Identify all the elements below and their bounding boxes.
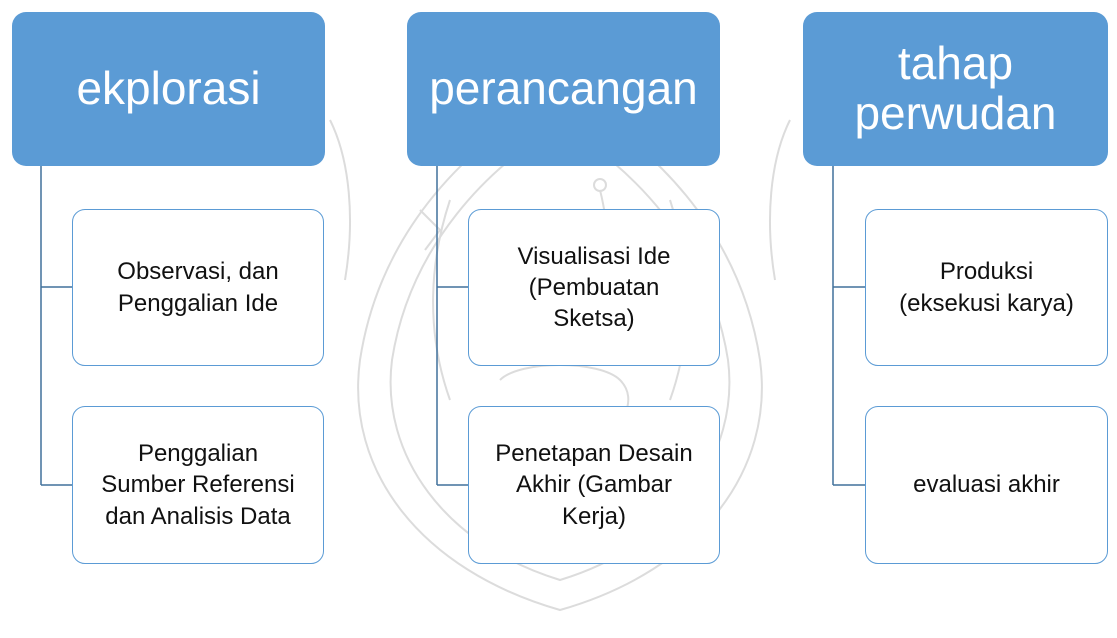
header-perancangan: perancangan [407, 12, 720, 166]
step-penetapan-desain-label: Penetapan Desain Akhir (Gambar Kerja) [495, 440, 693, 530]
header-ekplorasi-label: ekplorasi [76, 62, 261, 115]
header-ekplorasi: ekplorasi [12, 12, 325, 166]
step-penetapan-desain: Penetapan Desain Akhir (Gambar Kerja) [468, 406, 720, 564]
step-visualisasi-ide: Visualisasi Ide (Pembuatan Sketsa) [468, 209, 720, 366]
header-tahap-perwudan: tahap perwudan [803, 12, 1108, 166]
connector-col1 [40, 166, 72, 486]
step-produksi: Produksi (eksekusi karya) [865, 209, 1108, 366]
step-evaluasi-akhir-label: evaluasi akhir [913, 471, 1060, 499]
header-tahap-perwudan-label: tahap perwudan [854, 37, 1057, 139]
header-perancangan-label: perancangan [429, 62, 698, 115]
step-produksi-label: Produksi (eksekusi karya) [899, 258, 1074, 317]
connector-col2 [436, 166, 468, 486]
step-observasi-label: Observasi, dan Penggalian Ide [117, 258, 279, 317]
step-penggalian-sumber-label: Penggalian Sumber Referensi dan Analisis… [101, 440, 295, 530]
step-visualisasi-ide-label: Visualisasi Ide (Pembuatan Sketsa) [517, 242, 671, 333]
connector-col3 [832, 166, 865, 486]
step-observasi: Observasi, dan Penggalian Ide [72, 209, 324, 366]
step-penggalian-sumber: Penggalian Sumber Referensi dan Analisis… [72, 406, 324, 564]
step-evaluasi-akhir: evaluasi akhir [865, 406, 1108, 564]
